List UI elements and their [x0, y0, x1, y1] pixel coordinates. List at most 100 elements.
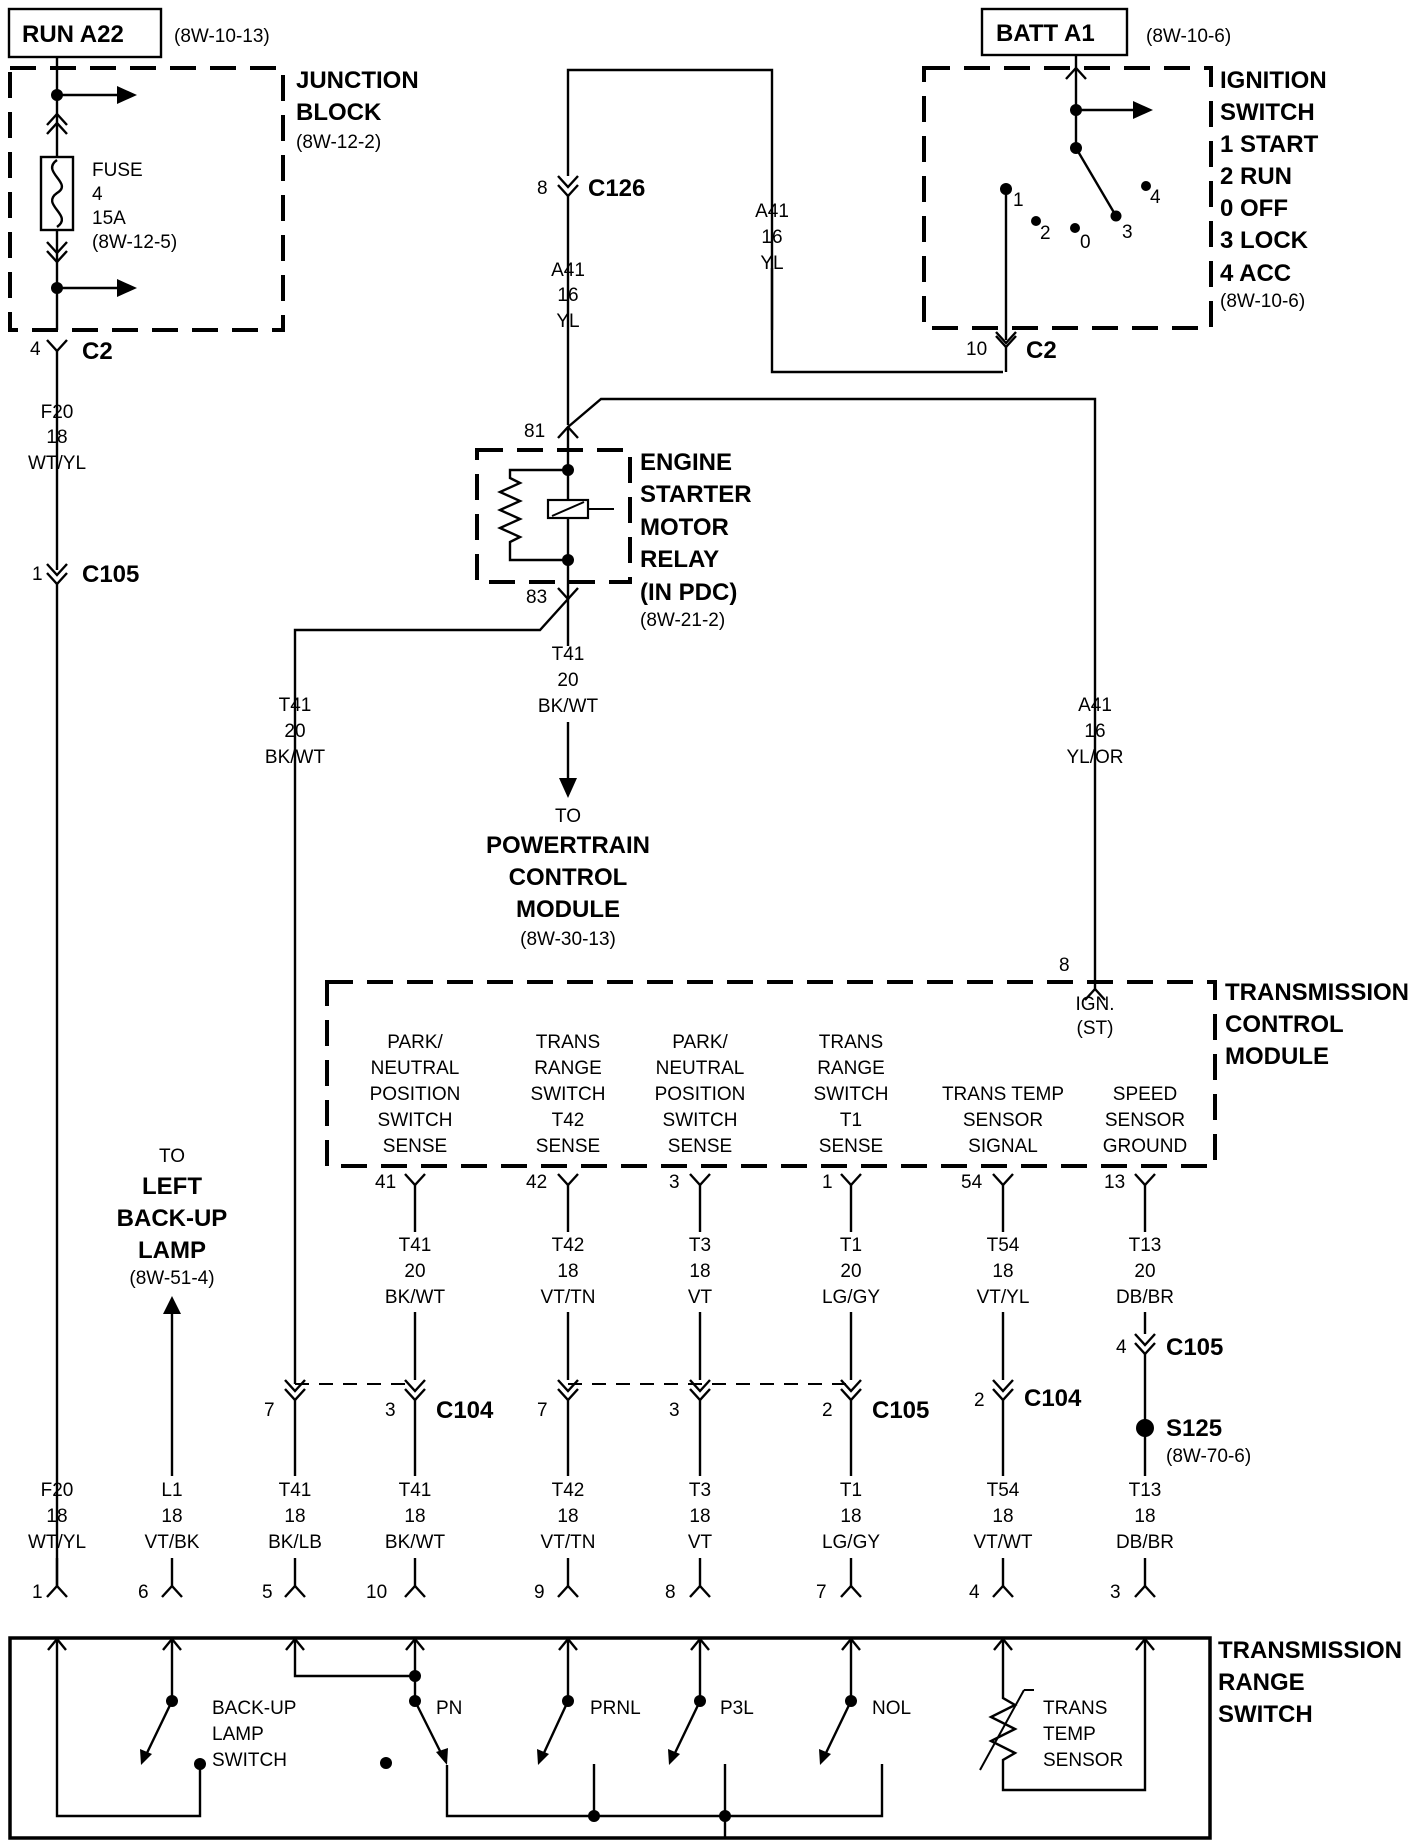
arrow-right-icon — [117, 86, 137, 104]
relay-ref: (8W-21-2) — [640, 610, 725, 631]
wire-bottom-color: BK/WT — [385, 1532, 446, 1553]
trs-pin-6: 6 — [138, 1582, 149, 1603]
wire-mid-t54-color: VT/YL — [977, 1287, 1030, 1308]
tcm-col5-label: SIGNAL — [968, 1136, 1038, 1157]
pcm-title-3: MODULE — [516, 896, 620, 923]
pin-81: 81 — [524, 421, 545, 442]
ign-pos-2: 2 — [1040, 223, 1051, 244]
connector-icon — [840, 1379, 862, 1402]
ignition-switch: 1 2 0 3 4 — [922, 55, 1213, 345]
wire-bottom-gauge: 18 — [284, 1506, 305, 1527]
wire-mid-t1-gauge: 20 — [840, 1261, 861, 1282]
wire-a41-id: A41 — [551, 260, 585, 281]
trs-wire-labels: F20 18 WT/YL L1 18 VT/BK T41 18 BK/LB T4… — [28, 1400, 1174, 1586]
connector-c105-t13-icon — [1134, 1333, 1156, 1356]
wire-mid-t13-id: T13 — [1129, 1235, 1162, 1256]
ignition-pos-start: 1 START — [1220, 131, 1319, 158]
tcm-ign-st: (ST) — [1077, 1018, 1114, 1039]
trs-pin-3: 3 — [1110, 1582, 1121, 1603]
tcm-pin-3: 3 — [669, 1172, 680, 1193]
wire-bottom-gauge: 18 — [1134, 1506, 1155, 1527]
fuse-ref: (8W-12-5) — [92, 232, 177, 253]
wire-bottom-gauge: 18 — [840, 1506, 861, 1527]
wire-t41-left-id: T41 — [279, 695, 312, 716]
tcm-pin-icon — [557, 1173, 579, 1187]
backup-lamp-title-3: LAMP — [138, 1237, 206, 1264]
tcm-title-3: MODULE — [1225, 1043, 1329, 1070]
pin-c104-a: 7 — [264, 1400, 275, 1421]
wire-bottom-id: T41 — [279, 1480, 312, 1501]
relay-title-3: MOTOR — [640, 514, 729, 541]
wire-a41-color: YL — [556, 311, 579, 332]
wire-t41-pcm-color: BK/WT — [538, 696, 599, 717]
wire-a41-ign-color: YL — [760, 253, 783, 274]
wire-f20-gauge: 18 — [46, 427, 67, 448]
wire-bottom-id: F20 — [41, 1480, 74, 1501]
wire-t41-left-gauge: 20 — [284, 721, 305, 742]
tcm-pin-icon — [404, 1173, 426, 1187]
connector-icon — [404, 1379, 426, 1402]
tcm-pin-icon — [689, 1173, 711, 1187]
arrow-up-icon — [163, 1296, 181, 1314]
wire-a41-tcm-color: YL/OR — [1066, 747, 1123, 768]
fuse-connector-top-icon — [46, 112, 68, 135]
relay-title-2: STARTER — [640, 481, 752, 508]
tcm-pin-icon — [992, 1173, 1014, 1187]
pin-c2-left: 4 — [30, 339, 41, 360]
tcm-mid-wires: T41 20 BK/WT T42 18 VT/TN T3 18 VT T1 20… — [385, 1185, 1174, 1380]
wire-bottom-color: VT/BK — [145, 1532, 200, 1553]
prnl-switch-label: PRNL — [590, 1698, 641, 1719]
wire-mid-t3-color: VT — [688, 1287, 713, 1308]
connector-c105-left: C105 — [82, 561, 139, 588]
trs-pin-icon — [284, 1584, 306, 1598]
tcm-ign-label: IGN. — [1075, 994, 1114, 1015]
wire-mid-t3-id: T3 — [689, 1235, 711, 1256]
batt-a1-label: BATT A1 — [996, 20, 1095, 47]
backup-switch-label: LAMP — [212, 1724, 264, 1745]
connector-c104-t54: C104 — [1024, 1385, 1082, 1412]
pcm-to: TO — [555, 806, 581, 827]
wire-bottom-gauge: 18 — [689, 1506, 710, 1527]
pn-switch-blade-icon — [413, 1700, 444, 1756]
pin-c105-left: 1 — [32, 564, 43, 585]
tcm-col6-label: SENSOR — [1105, 1110, 1185, 1131]
wire-bottom-gauge: 18 — [161, 1506, 182, 1527]
backup-lamp-to: TO — [159, 1146, 185, 1167]
run-a22-label: RUN A22 — [22, 21, 124, 48]
wire-bottom-gauge: 18 — [46, 1506, 67, 1527]
tcm-col5-label: SENSOR — [963, 1110, 1043, 1131]
ignition-pos-lock: 3 LOCK — [1220, 227, 1309, 254]
tcm-col3-label: PARK/ — [672, 1032, 728, 1053]
trs-title-3: SWITCH — [1218, 1701, 1313, 1728]
splice-s125: S125 — [1166, 1415, 1222, 1442]
wire-bottom-gauge: 18 — [557, 1506, 578, 1527]
wire-t41-left-color: BK/WT — [265, 747, 326, 768]
splice-s125-ref: (8W-70-6) — [1166, 1446, 1251, 1467]
wire-a41-ign-gauge: 16 — [761, 227, 782, 248]
wire-mid-t42-gauge: 18 — [557, 1261, 578, 1282]
connector-c2-right: C2 — [1026, 337, 1057, 364]
tcm-pin-54: 54 — [961, 1172, 983, 1193]
connector-c2-right-icon — [995, 331, 1017, 345]
wire-f20-color: WT/YL — [28, 453, 86, 474]
temp-sensor-label: TEMP — [1043, 1724, 1096, 1745]
wire-bottom-color: DB/BR — [1116, 1532, 1174, 1553]
junction-block: FUSE 4 15A (8W-12-5) — [8, 57, 285, 332]
nol-switch-label: NOL — [872, 1698, 911, 1719]
wire-t41-pcm-id: T41 — [552, 644, 585, 665]
pin-c105-c: 2 — [822, 1400, 833, 1421]
wire-mid-t54-gauge: 18 — [992, 1261, 1013, 1282]
wire-bottom-color: VT/TN — [541, 1532, 596, 1553]
pin-c104-b: 3 — [385, 1400, 396, 1421]
trs-title-2: RANGE — [1218, 1669, 1305, 1696]
trs-pin-9: 9 — [534, 1582, 545, 1603]
wire-bottom-color: VT/WT — [973, 1532, 1032, 1553]
ignition-pos-run: 2 RUN — [1220, 163, 1292, 190]
tcm-pin-13: 13 — [1104, 1172, 1125, 1193]
temp-sensor-label: TRANS — [1043, 1698, 1107, 1719]
wire-mid-t13-gauge: 20 — [1134, 1261, 1155, 1282]
pin-c2-right: 10 — [966, 339, 987, 360]
wire-mid-t41-id: T41 — [399, 1235, 432, 1256]
trs-pin-7: 7 — [816, 1582, 827, 1603]
arrow-down-icon — [559, 778, 577, 798]
